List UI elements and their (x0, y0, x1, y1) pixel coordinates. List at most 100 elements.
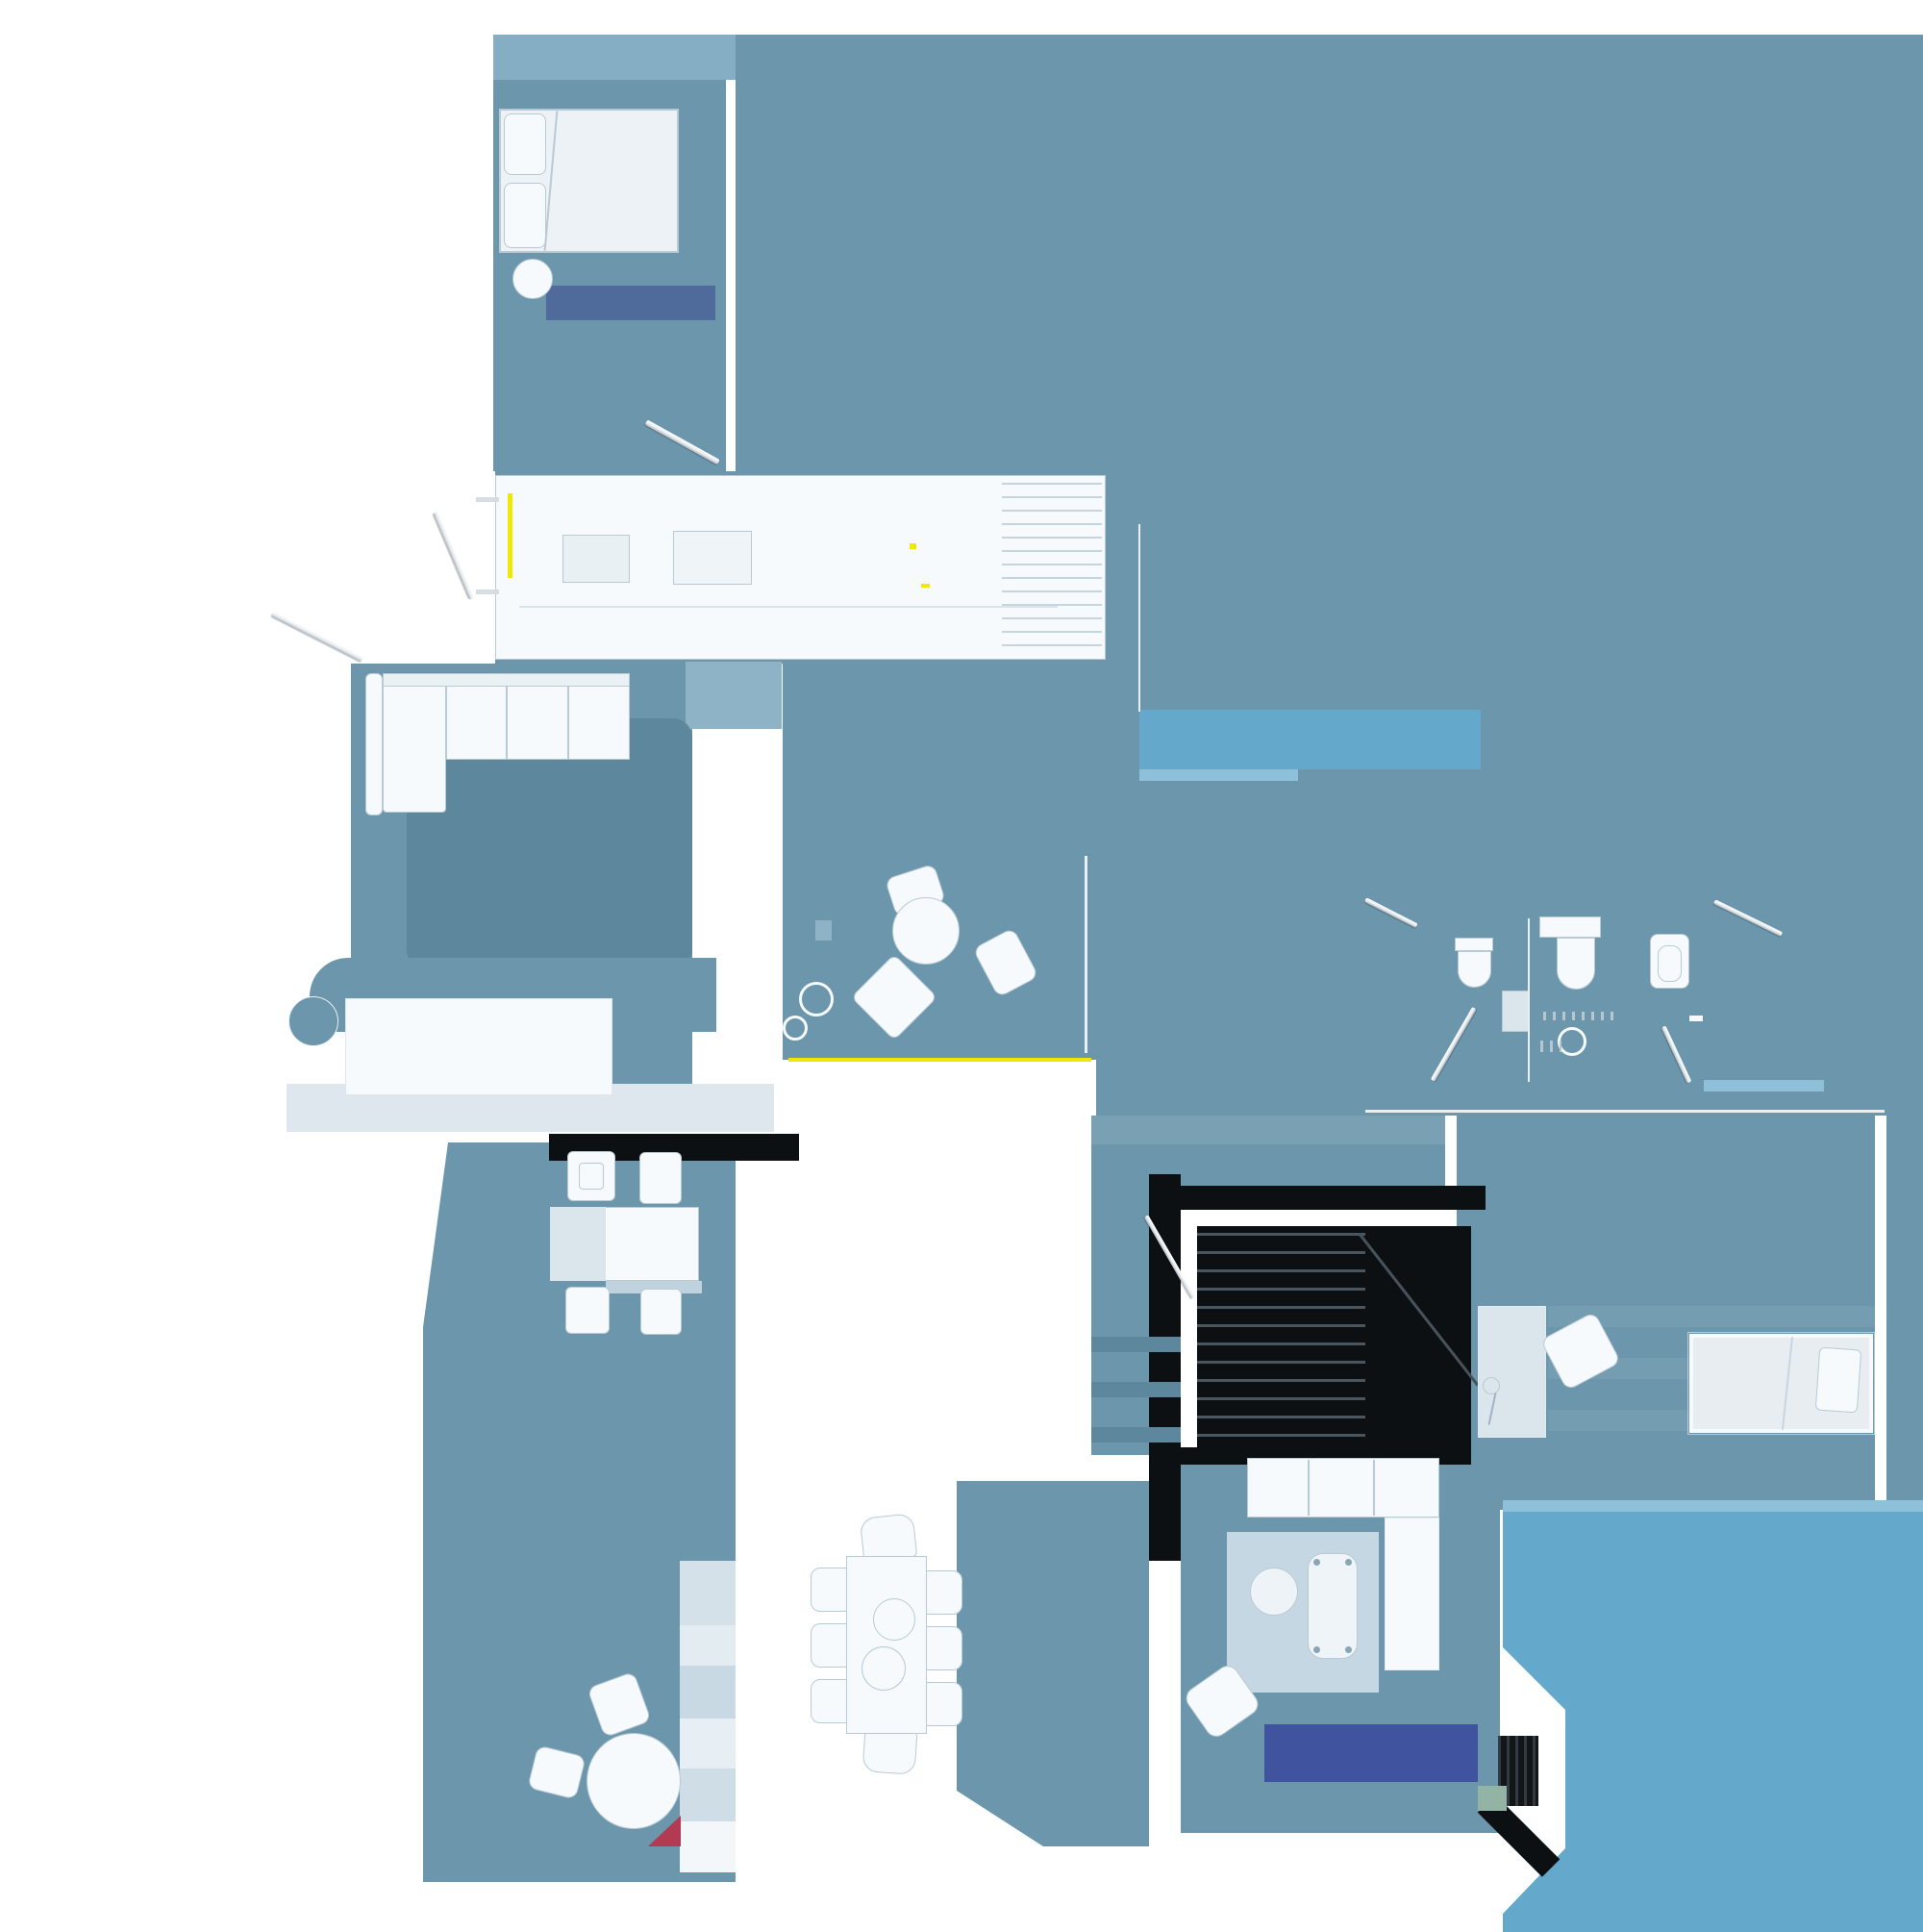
office-chair-nw (567, 1151, 615, 1201)
nook-wall-line (1085, 856, 1087, 1053)
bath1-threshold (1704, 1080, 1824, 1091)
desk-navy (1264, 1724, 1478, 1782)
sofa-seat-2 (507, 673, 568, 760)
dining-table (846, 1556, 927, 1734)
corridor-step-1 (1091, 1337, 1181, 1352)
terrace-top-band (1503, 1500, 1923, 1512)
wardrobe (1247, 1458, 1439, 1518)
bed1-pillow-2 (504, 183, 546, 248)
toilet1-bowl (1458, 951, 1491, 988)
shelf-cell-1 (680, 1561, 736, 1625)
edge-floor-sliver (1886, 1116, 1923, 1510)
bed1-shadow (546, 286, 715, 320)
bed2-pillow (1814, 1346, 1862, 1414)
hall-light-band (1091, 1116, 1445, 1144)
tv-credenza (345, 998, 612, 1095)
dining-chair-w1 (811, 1568, 849, 1612)
sofa-seat-1 (446, 673, 507, 760)
tea-table (587, 1733, 681, 1829)
shelf-cell-6 (680, 1821, 736, 1872)
kitchen-accent-line (508, 493, 512, 578)
bath1-tp-ticks (1540, 1041, 1561, 1052)
plant-ring-small (783, 1016, 808, 1041)
door-tick-2 (476, 590, 499, 594)
desk-flower (1483, 1377, 1500, 1394)
massage-dot-4 (1345, 1646, 1352, 1653)
sofa-chaise (383, 673, 446, 813)
office-chair-sw (565, 1287, 610, 1334)
office-chair-nw-inner (579, 1163, 604, 1190)
massage-table (1308, 1553, 1358, 1659)
hallway-floor (1091, 1116, 1445, 1186)
nook-wall-accent (788, 1058, 1091, 1062)
kitchen-stove (673, 531, 752, 585)
kitchen-accent-dot-1 (910, 543, 916, 549)
dining-chair-w3 (811, 1679, 849, 1723)
wall-gap-nook-south (783, 1062, 1091, 1116)
dining-nook-floor (783, 664, 1096, 1060)
hall-threshold-patch (686, 662, 782, 729)
bath1-wall-line (1365, 1110, 1885, 1113)
corridor-step-2 (1091, 1382, 1181, 1397)
office-chair-se (640, 1289, 682, 1335)
living-rug (407, 718, 692, 969)
stairs-treads (1197, 1233, 1365, 1452)
toilet2-tank (1539, 916, 1601, 938)
office-table-pad (550, 1207, 606, 1281)
massage-dot-3 (1313, 1646, 1320, 1653)
bath2-basin (1250, 1568, 1298, 1616)
corridor-step-3 (1091, 1427, 1181, 1443)
massage-dot-1 (1313, 1559, 1320, 1566)
dining-chair-w2 (811, 1623, 849, 1668)
bath1-basin (1650, 934, 1689, 989)
wall-stairs-top (1181, 1186, 1486, 1210)
bed2-outline (1687, 1332, 1875, 1435)
dining-chair-e3 (924, 1682, 962, 1726)
door-tick-1 (476, 497, 499, 502)
tv-floor-stool (288, 996, 338, 1046)
teal-box (1478, 1786, 1507, 1811)
bath1-tp-holder (1558, 1027, 1586, 1056)
bedroom2-stripe-1 (1548, 1306, 1875, 1327)
wardrobe-div-1 (1308, 1460, 1310, 1516)
dining-plate-2 (862, 1646, 906, 1691)
nook-blue-box (815, 920, 832, 941)
sofa-seat-3 (568, 673, 630, 760)
toilet2-bowl (1557, 938, 1595, 990)
playmat-wall-line (1138, 524, 1140, 712)
shelf-cell-2 (680, 1625, 736, 1666)
bath1-basin-inner (1658, 945, 1682, 982)
desk-bedroom2 (1478, 1306, 1546, 1438)
kitchen-sink (562, 535, 630, 583)
fridge-hatch (1002, 483, 1102, 654)
door-kitchen-west-leaf (433, 511, 475, 600)
shelf-cell-5 (680, 1769, 736, 1821)
dining-plate-1 (873, 1598, 915, 1641)
kitchen-counter-line (519, 606, 1058, 608)
bath1-rail-ticks (1543, 1012, 1614, 1020)
shelf-cell-4 (680, 1719, 736, 1769)
wall-tick-hall (699, 635, 724, 641)
plant-ring-large (799, 982, 834, 1016)
wall-corridor-right (1149, 1174, 1181, 1561)
play-mat (1139, 710, 1481, 769)
bath1-cabinet (1502, 991, 1529, 1032)
kitchen-accent-dot-2 (921, 584, 930, 588)
play-mat-step (1139, 769, 1298, 781)
dining-chair-south (862, 1727, 918, 1775)
bed1-pillow-1 (504, 113, 546, 175)
dining-chair-e1 (924, 1570, 962, 1615)
massage-dot-2 (1345, 1559, 1352, 1566)
bed1-stool (512, 259, 553, 299)
office-chair-ne (639, 1152, 682, 1204)
toilet1-tank (1455, 938, 1493, 951)
bath1-door-post (1689, 1016, 1703, 1021)
wardrobe-div-2 (1373, 1460, 1375, 1516)
shelf-cell-3 (680, 1666, 736, 1719)
sofa-back-band (383, 673, 630, 687)
bath1-partition (1528, 918, 1530, 1082)
nook-table (892, 897, 960, 965)
